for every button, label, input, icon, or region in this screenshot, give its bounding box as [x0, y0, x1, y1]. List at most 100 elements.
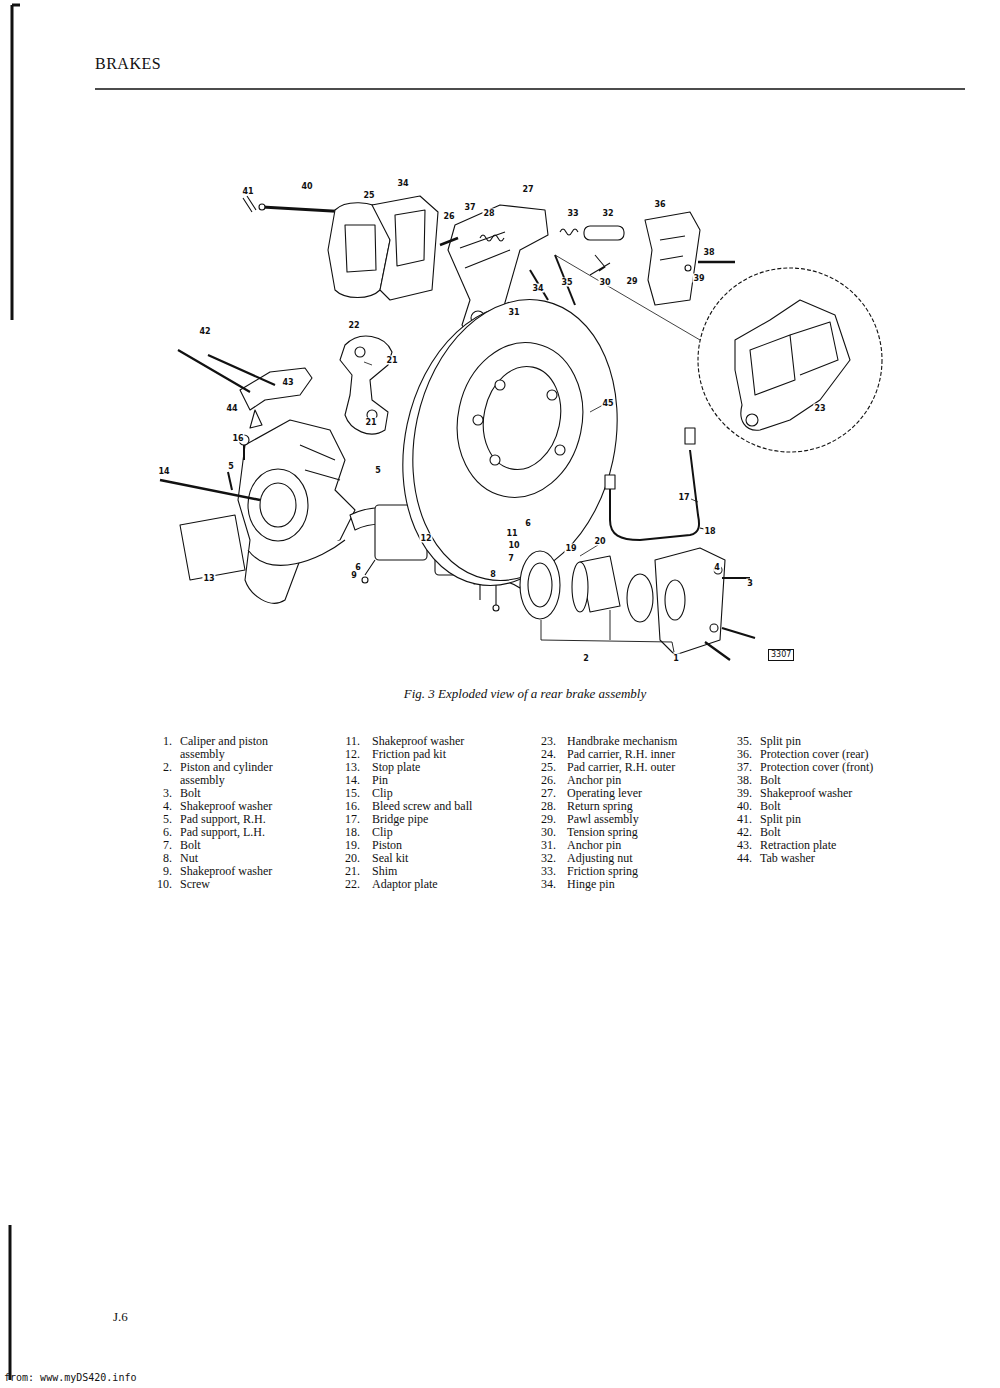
part-name: Bolt — [760, 774, 888, 787]
part-number: 31. — [532, 839, 556, 852]
part-name: Operating lever — [567, 787, 727, 800]
part-number: 41. — [728, 813, 752, 826]
part-name: Screw — [180, 878, 305, 891]
callout-number: 3 — [746, 579, 754, 588]
scan-edge — [12, 4, 20, 7]
part-number: 10. — [148, 878, 172, 891]
pad-pin — [160, 480, 260, 500]
part-number: 35. — [728, 735, 752, 748]
callout-number: 11 — [505, 529, 518, 538]
callout-number: 43 — [281, 378, 294, 387]
bridge-pipe — [605, 428, 708, 540]
callout-number: 44 — [225, 404, 238, 413]
part-name: Bridge pipe — [372, 813, 522, 826]
part-number: 13. — [336, 761, 360, 774]
callout-number: 38 — [702, 248, 715, 257]
callout-number: 17 — [677, 493, 690, 502]
callout-number: 13 — [202, 574, 215, 583]
callout-number: 26 — [442, 212, 455, 221]
part-number: 29. — [532, 813, 556, 826]
callout-number: 22 — [347, 321, 360, 330]
callout-number: 40 — [300, 182, 313, 191]
part-number: 14. — [336, 774, 360, 787]
callout-number: 29 — [625, 277, 638, 286]
part-number: 17. — [336, 813, 360, 826]
part-name: Bleed screw and ball — [372, 800, 522, 813]
clip — [228, 472, 232, 490]
callout-number: 10 — [507, 541, 520, 550]
header-rule — [95, 88, 965, 90]
part-name: Shakeproof washer — [180, 800, 305, 813]
adaptor-plate — [340, 336, 392, 434]
part-name: Bolt — [180, 839, 305, 852]
part-number: 18. — [336, 826, 360, 839]
page-number: J.6 — [113, 1309, 128, 1325]
part-number: 38. — [728, 774, 752, 787]
callout-number: 6 — [524, 519, 532, 528]
protection-cover — [645, 212, 735, 305]
callout-number: 42 — [198, 327, 211, 336]
callout-number: 37 — [463, 203, 476, 212]
callout-number: 45 — [601, 399, 614, 408]
part-number: 40. — [728, 800, 752, 813]
source-note: from: www.myDS420.info — [4, 1372, 136, 1383]
part-number: 15. — [336, 787, 360, 800]
part-name: Hinge pin — [567, 878, 727, 891]
caliper-body — [238, 420, 355, 603]
callout-number: 28 — [482, 209, 495, 218]
part-name: Shakeproof washer — [180, 865, 305, 878]
part-number: 19. — [336, 839, 360, 852]
page-heading: BRAKES — [95, 55, 161, 73]
part-name: Stop plate — [372, 761, 522, 774]
part-name: Caliper and piston assembly — [180, 735, 305, 761]
callout-number: 18 — [703, 527, 716, 536]
part-number: 21. — [336, 865, 360, 878]
part-name: Piston — [372, 839, 522, 852]
part-number: 30. — [532, 826, 556, 839]
callout-number: 16 — [231, 434, 244, 443]
part-name: Bolt — [760, 826, 888, 839]
retraction-plate — [178, 350, 312, 428]
part-number: 9. — [148, 865, 172, 878]
part-name: Split pin — [760, 735, 888, 748]
part-name: Split pin — [760, 813, 888, 826]
scan-edge — [11, 5, 14, 320]
part-number: 25. — [532, 761, 556, 774]
part-number: 4. — [148, 800, 172, 813]
figure-caption: Fig. 3 Exploded view of a rear brake ass… — [404, 686, 647, 702]
callout-number: 34 — [531, 284, 544, 293]
part-number: 6. — [148, 826, 172, 839]
callout-number: 2 — [582, 654, 590, 663]
part-name: Shim — [372, 865, 522, 878]
return-spring — [480, 235, 504, 241]
stop-plate — [180, 515, 245, 580]
part-name: Retraction plate — [760, 839, 888, 852]
callout-number: 27 — [521, 185, 534, 194]
part-name: Handbrake mechanism — [567, 735, 727, 748]
part-number: 22. — [336, 878, 360, 891]
part-number: 16. — [336, 800, 360, 813]
figure-code: 3307 — [768, 649, 794, 661]
pad-carrier — [328, 196, 438, 300]
part-name: Anchor pin — [567, 774, 727, 787]
callout-number: 23 — [813, 404, 826, 413]
callout-number: 12 — [419, 534, 432, 543]
part-number: 24. — [532, 748, 556, 761]
part-number: 39. — [728, 787, 752, 800]
part-number: 1. — [148, 735, 172, 748]
callout-number: 34 — [396, 179, 409, 188]
callout-number: 1 — [672, 654, 680, 663]
callout-number: 14 — [157, 467, 170, 476]
part-name: Pawl assembly — [567, 813, 727, 826]
callout-number: 4 — [713, 563, 721, 572]
bracket — [541, 610, 674, 652]
part-number: 20. — [336, 852, 360, 865]
part-name: Pin — [372, 774, 522, 787]
part-name: Piston and cylinder assembly — [180, 761, 305, 787]
part-name: Shakeproof washer — [372, 735, 522, 748]
part-number: 33. — [532, 865, 556, 878]
part-name: Tension spring — [567, 826, 727, 839]
adjuster — [530, 226, 624, 305]
part-name: Adjusting nut — [567, 852, 727, 865]
part-name: Nut — [180, 852, 305, 865]
